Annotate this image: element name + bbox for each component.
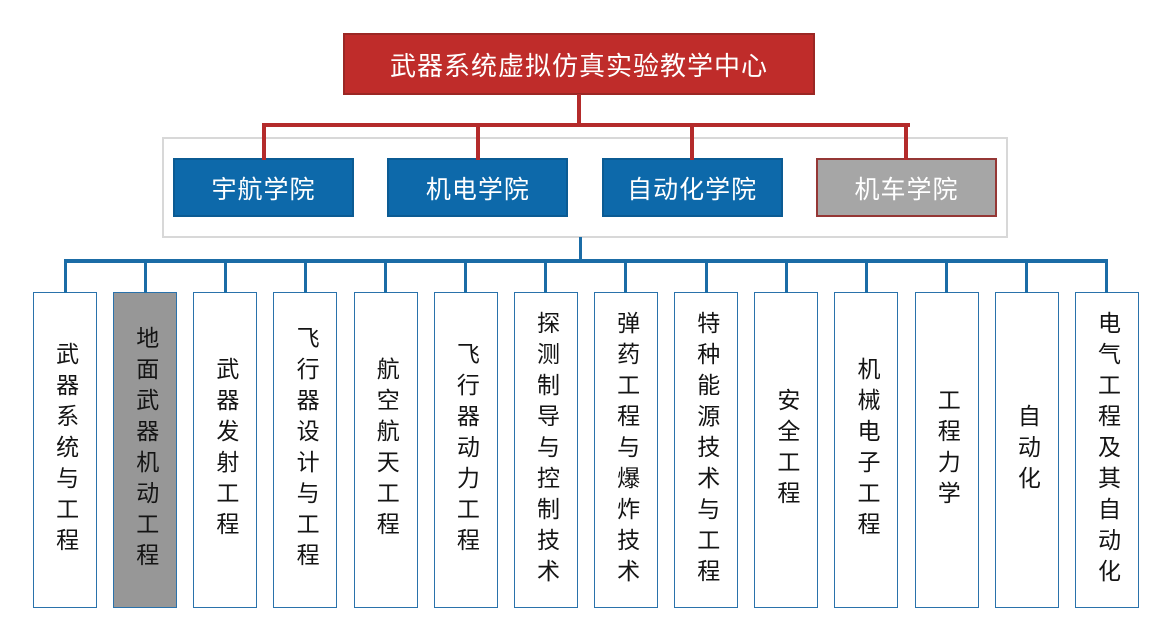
major-node: 地面武器机动工程	[113, 260, 178, 608]
major-node: 武器发射工程	[193, 260, 258, 608]
major-label: 航空航天工程	[373, 357, 400, 543]
connector-blue-horizontal	[64, 259, 1108, 263]
major-label: 特种能源技术与工程	[693, 310, 720, 590]
major-node: 特种能源技术与工程	[674, 260, 739, 608]
connector-root-drop	[577, 94, 581, 125]
major-node: 飞行器设计与工程	[273, 260, 338, 608]
majors-group: 武器系统与工程 地面武器机动工程 武器发射工程 飞行器设计与工程 航空航天工程 …	[33, 260, 1139, 608]
root-node: 武器系统虚拟仿真实验教学中心	[343, 33, 815, 95]
major-node: 探测制导与控制技术	[513, 260, 578, 608]
college-node-zidonghua: 自动化学院	[601, 127, 783, 217]
major-node: 自动化	[994, 260, 1059, 608]
major-node: 武器系统与工程	[33, 260, 97, 608]
major-label: 武器系统与工程	[52, 341, 79, 559]
major-node: 工程力学	[914, 260, 979, 608]
major-node: 电气工程及其自动化	[1074, 260, 1139, 608]
major-node: 航空航天工程	[353, 260, 418, 608]
major-label: 飞行器设计与工程	[293, 326, 320, 574]
major-label: 飞行器动力工程	[453, 341, 480, 559]
major-label: 安全工程	[773, 388, 800, 512]
connector-red-horizontal	[262, 123, 910, 127]
college-node-jidian: 机电学院	[387, 127, 569, 217]
college-node-yuhang: 宇航学院	[173, 127, 354, 217]
major-label: 地面武器机动工程	[132, 326, 159, 574]
college-node-jiche: 机车学院	[815, 127, 997, 217]
colleges-group: 宇航学院 机电学院 自动化学院 机车学院	[162, 127, 1008, 238]
major-node: 机械电子工程	[834, 260, 899, 608]
major-label: 探测制导与控制技术	[533, 310, 560, 590]
connector-mid-drop	[579, 237, 582, 261]
major-node: 飞行器动力工程	[433, 260, 498, 608]
major-node: 安全工程	[754, 260, 819, 608]
major-label: 电气工程及其自动化	[1094, 310, 1121, 590]
major-label: 武器发射工程	[212, 357, 239, 543]
major-label: 机械电子工程	[854, 357, 881, 543]
major-label: 弹药工程与爆炸技术	[613, 310, 640, 590]
major-label: 工程力学	[934, 388, 961, 512]
major-node: 弹药工程与爆炸技术	[593, 260, 658, 608]
major-label: 自动化	[1014, 403, 1041, 497]
